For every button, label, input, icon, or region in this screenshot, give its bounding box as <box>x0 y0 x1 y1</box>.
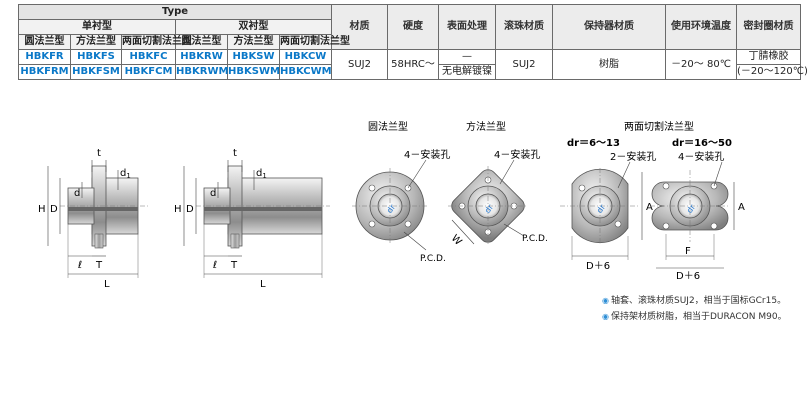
surface-header: 表面处理 <box>438 4 496 50</box>
col-twoside-single: 两面切割法兰型 <box>121 34 192 50</box>
dim-d-label: d <box>210 188 216 199</box>
dim-l-label: ℓ <box>78 260 82 271</box>
dim-t-label: t <box>233 148 237 159</box>
code-cell: HBKSWM <box>227 64 280 80</box>
col-round-single: 圆法兰型 <box>18 34 71 50</box>
spec-table: Type 材质 硬度 表面处理 滚珠材质 保持器材质 使用环境温度 密封圈材质 … <box>18 4 808 80</box>
dr-range-large: dr＝16～50 <box>672 138 732 149</box>
dim-A-label: A <box>646 202 653 213</box>
note-line: ◉保持架材质树脂，相当于DURACON M90。 <box>602 312 787 322</box>
hole-label-square: 4－安装孔 <box>494 148 540 161</box>
code-cell: HBKFRM <box>18 64 71 80</box>
dim-W-label: W <box>449 233 464 248</box>
code-cell: HBKRWM <box>175 64 228 80</box>
dim-T-label: T <box>95 260 103 271</box>
side-view-double: H D d d1 t ℓ T L <box>174 148 330 290</box>
dim-F-label: F <box>685 246 691 257</box>
dim-T-label: T <box>230 260 238 271</box>
dim-L-label: L <box>260 279 266 290</box>
info-icon: ◉ <box>602 296 609 305</box>
type-header: Type <box>18 4 332 20</box>
dim-A-label: A <box>738 202 745 213</box>
seal-header: 密封圈材质 <box>736 4 801 50</box>
col-round-double: 圆法兰型 <box>175 34 228 50</box>
dim-D-label: D <box>186 204 194 215</box>
dim-D6-label: D＋6 <box>676 271 700 282</box>
retainer-header: 保持器材质 <box>552 4 666 50</box>
round-flange-view: 圆法兰型 dr 4－安装孔 P.C.D. <box>352 120 450 264</box>
hole-label-round: 4－安装孔 <box>404 148 450 161</box>
ball-value: SUJ2 <box>495 49 553 80</box>
hardness-value: 58HRC～ <box>387 49 439 80</box>
material-header: 材质 <box>331 4 388 50</box>
retainer-value: 树脂 <box>552 49 666 80</box>
info-icon: ◉ <box>602 312 609 321</box>
dr-range-small: dr＝6～13 <box>567 138 620 149</box>
twoside-flange-small-view: 两面切割法兰型 dr＝6～13 dr 2－安装孔 D＋6 A <box>560 120 694 272</box>
dim-H-label: H <box>38 204 46 215</box>
env-value: －20～ 80℃ <box>665 49 737 80</box>
material-value: SUJ2 <box>331 49 388 80</box>
hole-label-twoside-large: 4－安装孔 <box>678 150 724 163</box>
dim-H-label: H <box>174 204 182 215</box>
dim-L-label: L <box>104 279 110 290</box>
title-square: 方法兰型 <box>466 120 506 133</box>
pcd-label-round: P.C.D. <box>420 254 446 264</box>
side-view-single: H D d d1 t ℓ T L <box>38 148 148 290</box>
seal-value-2: (－20～120℃) <box>736 64 808 80</box>
dim-d-label: d <box>74 188 80 199</box>
col-square-double: 方法兰型 <box>227 34 280 50</box>
hole-label-twoside: 2－安装孔 <box>610 150 656 163</box>
dim-D-label: D <box>50 204 58 215</box>
surface-value-2: 无电解镀镍 <box>438 64 496 80</box>
surface-value-1: — <box>438 49 496 65</box>
dim-d1-label: d1 <box>120 168 131 180</box>
twoside-flange-large-view: dr＝16～50 dr 4－安装孔 F D＋6 A <box>650 138 745 282</box>
material-notes: ◉轴套、滚珠材质SUJ2，相当于国标GCr15。 ◉保持架材质树脂，相当于DUR… <box>602 293 787 325</box>
ball-header: 滚珠材质 <box>495 4 553 50</box>
dim-t-label: t <box>97 148 101 159</box>
title-twoside: 两面切割法兰型 <box>624 120 694 133</box>
dim-d1-label: d1 <box>256 168 267 180</box>
square-flange-view: 方法兰型 dr 4－安装孔 P.C.D. W <box>448 120 548 248</box>
double-header: 双衬型 <box>175 19 332 35</box>
note-line: ◉轴套、滚珠材质SUJ2，相当于国标GCr15。 <box>602 296 787 306</box>
pcd-label-square: P.C.D. <box>522 234 548 244</box>
code-cell: HBKCWM <box>279 64 332 80</box>
dim-D6-label: D＋6 <box>586 261 610 272</box>
col-square-single: 方法兰型 <box>70 34 122 50</box>
title-round: 圆法兰型 <box>368 120 408 133</box>
dim-l-label: ℓ <box>213 260 217 271</box>
